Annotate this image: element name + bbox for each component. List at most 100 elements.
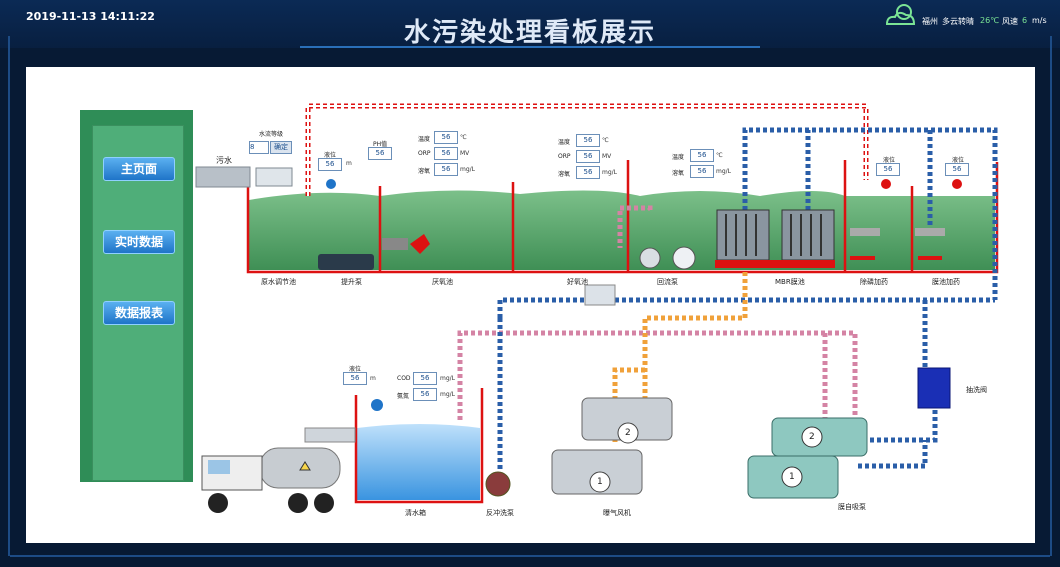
pipe-top-red-inner	[307, 105, 867, 196]
mbr-temp-unit: ℃	[716, 152, 723, 159]
ph-value: 56	[368, 147, 392, 160]
aerobic-temp-value: 56	[576, 134, 600, 147]
membrane-pump-1	[747, 455, 839, 499]
mbr-modules	[715, 209, 835, 268]
aerobic-temp-label: 温度	[558, 139, 571, 146]
weather-city: 福州	[922, 17, 938, 26]
mbr-do-value: 56	[690, 165, 714, 178]
clear-water	[357, 424, 480, 500]
aerobic-orp-value: 56	[576, 150, 600, 163]
aerobic-valve	[584, 284, 616, 306]
membrane-pump-2	[771, 417, 868, 457]
membrane-dosing-label: 膜池加药	[932, 278, 960, 286]
cod-label: COD	[397, 375, 411, 382]
raw-level-label: 液位	[324, 152, 337, 159]
tank-raw-label: 原水调节池	[261, 278, 296, 286]
blower-2	[581, 397, 673, 444]
pump-reflux-label: 回流泵	[657, 278, 678, 286]
phos-level-value: 56	[876, 163, 900, 176]
nav-report-button[interactable]: 数据报表	[103, 301, 175, 325]
title-frame	[300, 0, 760, 48]
cod-value: 56	[413, 372, 437, 385]
weather-temp: 26℃	[980, 16, 1000, 25]
clear-tank-inlet	[304, 427, 356, 443]
reflux-pump-b	[672, 246, 696, 270]
phos-dosing-label: 除磷加药	[860, 278, 888, 286]
blower-2-number: 2	[625, 428, 631, 438]
cloud-sun-icon	[885, 4, 916, 25]
nav-realtime-button[interactable]: 实时数据	[103, 230, 175, 254]
membrane-level-label: 液位	[952, 157, 965, 164]
clear-tank-label: 清水箱	[405, 509, 426, 517]
tank-mbr-label: MBR膜池	[775, 278, 805, 286]
pump-lift-label: 提升泵	[341, 278, 362, 286]
tank-aerobic-label: 好氧池	[567, 278, 588, 286]
anoxic-temp-value: 56	[434, 131, 458, 144]
suction-valve-label: 抽洗阀	[966, 386, 987, 394]
ammonia-value: 56	[413, 388, 437, 401]
aerobic-do-label: 溶氧	[558, 171, 571, 178]
blower-1	[551, 449, 643, 495]
datetime: 2019-11-13 14:11:22	[26, 10, 155, 23]
pipe-blue-top	[497, 127, 998, 443]
wind-unit: m/s	[1032, 16, 1047, 25]
aerobic-temp-unit: ℃	[602, 137, 609, 144]
phos-pump	[850, 228, 880, 236]
backwash-pump-label: 反冲洗泵	[486, 509, 514, 517]
anoxic-orp-value: 56	[434, 147, 458, 160]
confirm-button[interactable]: 确定	[270, 141, 292, 154]
mbr-temp-value: 56	[690, 149, 714, 162]
flow-label: 水流等级	[259, 131, 284, 138]
anoxic-mixer	[382, 238, 408, 250]
tanker-truck	[201, 447, 341, 513]
level-sensor-raw	[326, 179, 336, 189]
membrane-pump-label: 膜自吸泵	[838, 503, 866, 511]
page-title: 水污染处理看板展示	[403, 18, 656, 48]
mbr-temp-label: 温度	[672, 154, 685, 161]
pipe-pink	[457, 205, 858, 425]
ammonia-unit: mg/L	[440, 391, 456, 398]
level-sensor-clear	[371, 399, 383, 411]
sewage-label: 污水	[216, 156, 232, 165]
clear-level-label: 液位	[349, 366, 362, 373]
mbr-do-unit: mg/L	[716, 168, 732, 175]
membrane-pump-2-number: 2	[809, 432, 815, 442]
mbr-do-label: 溶氧	[672, 170, 685, 177]
anoxic-temp-unit: ℃	[460, 134, 467, 141]
wind-label: 风速	[1002, 17, 1018, 26]
blower-label: 曝气风机	[603, 509, 631, 517]
aerobic-do-unit: mg/L	[602, 169, 618, 176]
frame-bottom	[10, 555, 1050, 557]
membrane-dose-pump	[915, 228, 945, 236]
raw-level-unit: m	[346, 160, 352, 167]
level-sensor-phos	[881, 179, 891, 189]
ammonia-label: 氨氮	[397, 393, 410, 400]
cod-unit: mg/L	[440, 375, 456, 382]
weather-desc: 多云转晴	[942, 17, 974, 26]
ph-label: PH值	[373, 141, 388, 148]
lift-pump	[318, 254, 374, 270]
anoxic-do-value: 56	[434, 163, 458, 176]
anoxic-orp-label: ORP	[418, 150, 431, 157]
wind-value: 6	[1022, 16, 1028, 25]
tank-walls	[246, 160, 999, 274]
anoxic-do-label: 溶氧	[418, 168, 431, 175]
reflux-pump-a	[639, 247, 661, 269]
nav-home-button[interactable]: 主页面	[103, 157, 175, 181]
flow-input[interactable]: 8	[249, 141, 269, 154]
intake-pipe	[195, 166, 251, 188]
frame-right	[1050, 36, 1052, 556]
blower-1-number: 1	[597, 477, 603, 487]
anoxic-do-unit: mg/L	[460, 166, 476, 173]
phos-level-label: 液位	[883, 157, 896, 164]
aerobic-orp-unit: MV	[602, 153, 612, 160]
suction-valve	[917, 367, 951, 409]
membrane-level-value: 56	[945, 163, 969, 176]
anoxic-orp-unit: MV	[460, 150, 470, 157]
tank-anoxic-label: 厌氧池	[432, 278, 453, 286]
clear-level-unit: m	[370, 375, 376, 382]
top-bar	[0, 0, 1060, 48]
anoxic-temp-label: 温度	[418, 136, 431, 143]
raw-level-value: 56	[318, 158, 342, 171]
